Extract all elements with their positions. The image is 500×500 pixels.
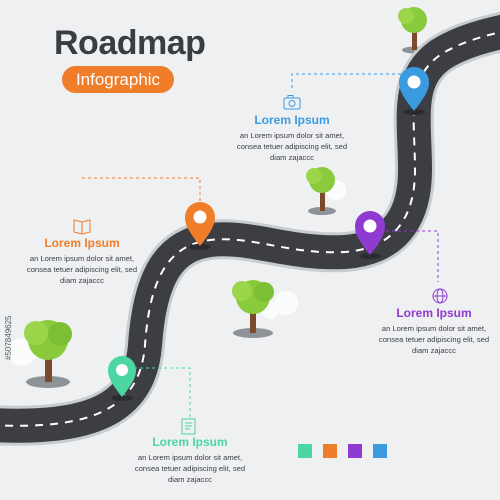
step-heading: Lorem Ipsum <box>44 236 120 250</box>
tree-icon <box>232 280 274 333</box>
step-description-line: an Lorem ipsum dolor sit amet, <box>137 453 243 462</box>
step-block-green: Lorem Ipsum an Lorem ipsum dolor sit ame… <box>126 435 254 485</box>
legend-swatch-orange <box>323 444 337 458</box>
step-description: an Lorem ipsum dolor sit amet, consea te… <box>228 130 356 163</box>
stock-watermark: #507849625 <box>4 315 13 361</box>
step-description-line: consea tetuer adipiscing elit, sed <box>236 142 348 151</box>
step-heading: Lorem Ipsum <box>396 306 472 320</box>
page-subtitle-badge: Infographic <box>62 66 174 93</box>
step-description-line: diam zajaccc <box>60 276 104 285</box>
step-block-purple: Lorem Ipsum an Lorem ipsum dolor sit ame… <box>370 306 498 356</box>
step-description-line: consea tetuer adipiscing elit, sed <box>134 464 246 473</box>
step-description-line: diam zajaccc <box>270 153 314 162</box>
tree-icon <box>306 167 335 211</box>
step-block-blue: Lorem Ipsum an Lorem ipsum dolor sit ame… <box>228 113 356 163</box>
step-description-line: diam zajaccc <box>168 475 212 484</box>
step-description-line: an Lorem ipsum dolor sit amet, <box>381 324 487 333</box>
legend-swatch-green <box>298 444 312 458</box>
step-heading: Lorem Ipsum <box>254 113 330 127</box>
step-description: an Lorem ipsum dolor sit amet, consea te… <box>18 253 146 286</box>
step-description-line: an Lorem ipsum dolor sit amet, <box>239 131 345 140</box>
tree-icon <box>398 7 427 50</box>
step-block-orange: Lorem Ipsum an Lorem ipsum dolor sit ame… <box>18 236 146 286</box>
step-description: an Lorem ipsum dolor sit amet, consea te… <box>370 323 498 356</box>
page-title: Roadmap <box>54 24 206 62</box>
map-pin-green[interactable] <box>108 356 136 401</box>
document-icon <box>181 418 196 435</box>
step-description-line: diam zajaccc <box>412 346 456 355</box>
step-description-line: an Lorem ipsum dolor sit amet, <box>29 254 135 263</box>
step-description: an Lorem ipsum dolor sit amet, consea te… <box>126 452 254 485</box>
legend-swatch-blue <box>373 444 387 458</box>
step-description-line: consea tetuer adipiscing elit, sed <box>26 265 138 274</box>
map-pin-blue[interactable] <box>399 67 429 115</box>
book-icon <box>73 219 91 235</box>
map-pin-orange[interactable] <box>185 202 215 250</box>
step-description-line: consea tetuer adipiscing elit, sed <box>378 335 490 344</box>
legend-swatch-purple <box>348 444 362 458</box>
globe-icon <box>432 288 448 304</box>
step-heading: Lorem Ipsum <box>152 435 228 449</box>
leader-lines <box>82 73 439 418</box>
camera-icon <box>283 95 301 110</box>
map-pin-purple[interactable] <box>355 211 385 259</box>
tree-icon <box>24 320 72 382</box>
road-center-line <box>0 31 500 427</box>
